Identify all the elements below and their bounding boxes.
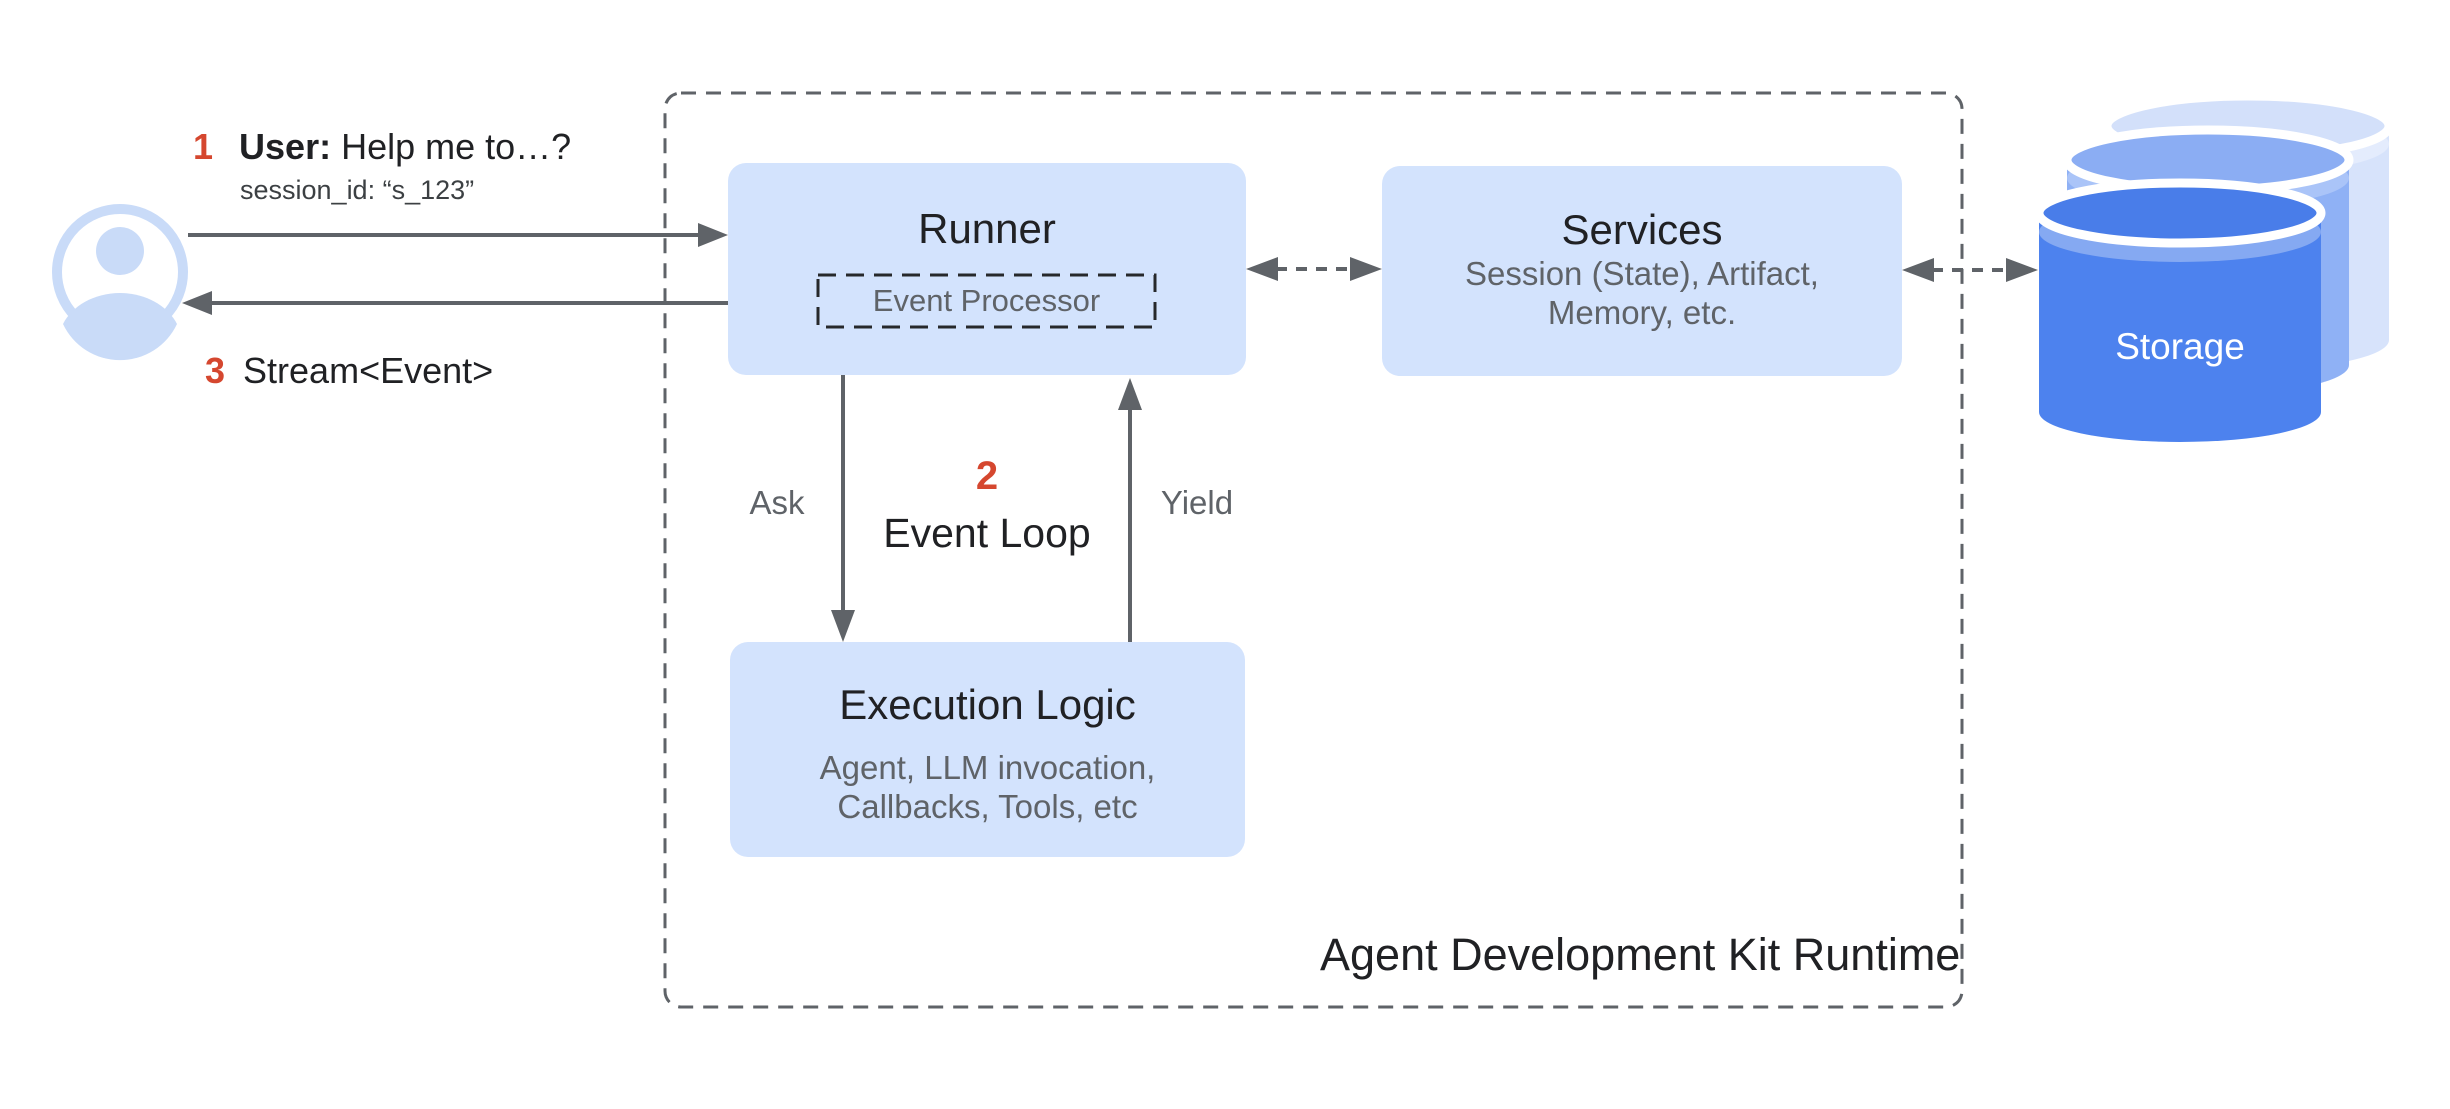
session-id-label: session_id: “s_123”: [240, 175, 475, 205]
storage-cylinders-icon: [2034, 91, 2394, 442]
ask-edge-label: Ask: [749, 484, 805, 521]
step1-message: Help me to…?: [341, 126, 572, 167]
step2-number: 2: [975, 454, 999, 498]
step1-actor: User:: [239, 126, 332, 167]
runtime-container-label: Agent Development Kit Runtime: [1320, 929, 1961, 980]
event-loop-label: Event Loop: [883, 510, 1091, 556]
runner-title: Runner: [918, 205, 1056, 252]
step3-number: 3: [205, 350, 226, 391]
arrow-runner-to-user: [182, 291, 728, 315]
execution-logic-subtitle: Agent, LLM invocation, Callbacks, Tools,…: [730, 748, 1245, 826]
services-subtitle-line2: Memory, etc.: [1547, 294, 1737, 331]
execution-logic-subtitle-line2: Callbacks, Tools, etc: [837, 788, 1138, 825]
execution-logic-title: Execution Logic: [839, 681, 1136, 728]
runner-node: [728, 163, 1246, 375]
user-avatar-icon: [52, 204, 188, 361]
step3-stream-label: 3 Stream<Event>: [205, 350, 493, 392]
execution-logic-subtitle-line1: Agent, LLM invocation,: [819, 749, 1156, 786]
arrow-runner-services: [1246, 257, 1382, 281]
yield-edge-label: Yield: [1160, 484, 1234, 521]
storage-label: Storage: [2115, 326, 2245, 367]
services-subtitle: Session (State), Artifact, Memory, etc.: [1382, 254, 1902, 332]
step3-text: Stream<Event>: [243, 350, 494, 391]
services-subtitle-line1: Session (State), Artifact,: [1465, 255, 1819, 292]
arrow-user-to-runner: [188, 223, 728, 247]
services-title: Services: [1561, 206, 1723, 253]
step1-number: 1: [193, 126, 214, 167]
step1-request-label: 1 User:Help me to…?: [193, 126, 571, 168]
arrow-ask: [831, 375, 855, 642]
event-processor-label: Event Processor: [872, 283, 1101, 318]
arrow-yield: [1118, 378, 1142, 642]
arrow-services-storage: [1902, 258, 2038, 282]
